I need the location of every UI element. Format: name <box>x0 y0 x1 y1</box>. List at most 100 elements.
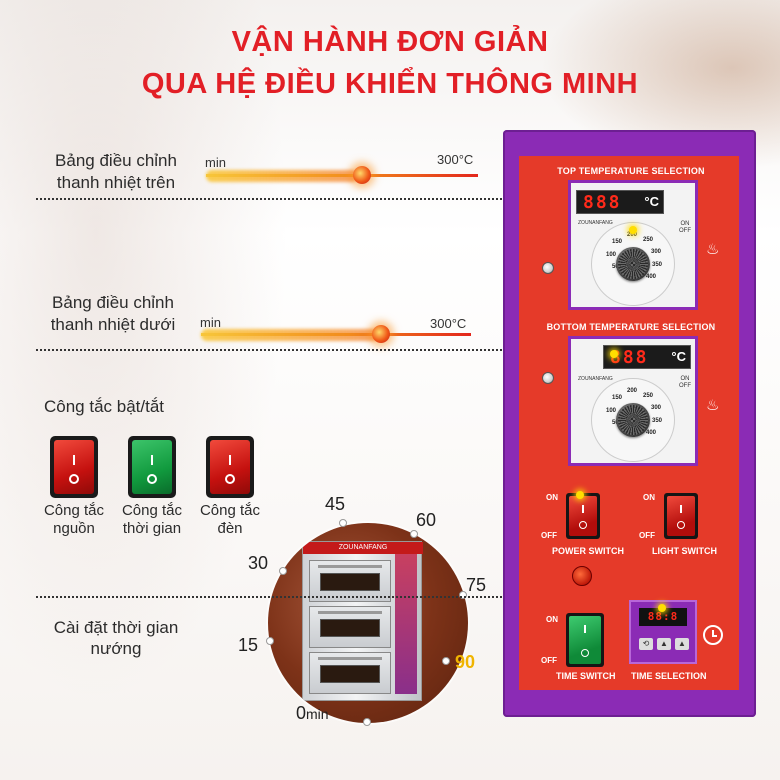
top-heater-label-line2: thanh nhiệt trên <box>56 173 176 192</box>
dial-label-15: 15 <box>238 635 259 655</box>
top-scale-300: 300 <box>651 249 662 255</box>
bottom-temperature-unit: °C <box>671 349 686 364</box>
oven-deck-1 <box>309 560 391 602</box>
bottom-scale-350: 350 <box>652 418 663 424</box>
bottom-scale-300: 300 <box>651 405 662 411</box>
bottom-scale-100: 100 <box>606 408 617 414</box>
time-switch-off-label: OFF <box>541 656 557 665</box>
top-slider-knob[interactable] <box>353 166 371 184</box>
top-temperature-title: TOP TEMPERATURE SELECTION <box>557 166 705 176</box>
bottom-scale-50: 50 <box>612 420 619 426</box>
bottom-scale-200: 200 <box>627 388 638 394</box>
dial-label-60: 60 <box>416 510 437 530</box>
top-module-off-label: OFF <box>679 228 691 234</box>
timer-switch-caption: Công tắc thời gian <box>108 502 196 538</box>
top-temperature-slider[interactable] <box>206 174 478 177</box>
time-selection-label: TIME SELECTION <box>631 671 707 681</box>
oven-deck-2 <box>309 606 391 648</box>
time-switch[interactable] <box>566 613 604 667</box>
light-switch-caption-line1: Công tắc <box>199 502 261 519</box>
power-switch-caption-line1: Công tắc <box>43 502 105 519</box>
switches-title: Công tắc bật/tắt <box>44 397 165 416</box>
bottom-slider-knob[interactable] <box>372 325 390 343</box>
bottom-scale-150: 150 <box>612 395 623 401</box>
panel-screw-1 <box>542 262 554 274</box>
light-switch-illustration <box>206 436 254 498</box>
bottom-temperature-slider[interactable] <box>201 333 471 336</box>
oven-deck-3 <box>309 652 391 694</box>
clock-icon <box>703 625 723 645</box>
top-scale-150: 150 <box>612 239 623 245</box>
oven-photo-dial: ZOUNANFANG <box>268 523 468 723</box>
top-temperature-unit: °C <box>644 194 659 209</box>
timer-setting-label-line2: nướng <box>90 639 142 658</box>
top-indicator-light <box>629 226 637 234</box>
power-switch[interactable] <box>566 493 600 539</box>
timer-connector <box>36 596 618 598</box>
dial-label-75: 75 <box>466 575 487 595</box>
light-switch-off-label: OFF <box>639 531 655 540</box>
timer-indicator-light <box>658 604 666 612</box>
power-switch-off-label: OFF <box>541 531 557 540</box>
timer-up-fast-button[interactable]: ▲ <box>675 638 689 650</box>
dial-tick-60 <box>410 530 418 538</box>
bottom-temperature-display: 888 °C <box>603 345 691 369</box>
timer-display: 88:8 <box>639 608 687 626</box>
headline-line-2: QUA HỆ ĐIỀU KHIỂN THÔNG MINH <box>141 68 639 100</box>
bottom-scale-250: 250 <box>643 393 654 399</box>
dial-tick-0 <box>363 718 371 726</box>
headline-line-1: VẬN HÀNH ĐƠN GIẢN <box>231 26 549 58</box>
bottom-heater-connector <box>36 349 618 351</box>
timer-setting-label-line1: Cài đặt thời gian <box>53 618 179 637</box>
bottom-module-brand: ZOUNANFANG <box>578 376 613 382</box>
light-switch[interactable] <box>664 493 698 539</box>
timer-up-button[interactable]: ▲ <box>657 638 671 650</box>
bottom-heater-label-line2: thanh nhiệt dưới <box>50 315 176 334</box>
bottom-heater-label-line1: Bảng điều chỉnh <box>52 293 174 312</box>
dial-label-0: 0min <box>296 703 329 724</box>
background-blur-left <box>0 0 320 780</box>
light-switch-on-label: ON <box>643 493 655 502</box>
power-switch-caption-line2: nguồn <box>53 520 95 537</box>
timer-switch-caption-line2: thời gian <box>122 520 182 537</box>
bottom-module-on-label: ON <box>680 376 690 382</box>
top-scale-50: 50 <box>612 264 619 270</box>
timer-switch-caption-line1: Công tắc <box>121 502 183 519</box>
top-temperature-knob[interactable] <box>616 247 650 281</box>
power-switch-on-label: ON <box>546 493 558 502</box>
bottom-temperature-digits: 888 <box>610 347 649 368</box>
power-switch-label: POWER SWITCH <box>552 546 624 556</box>
power-switch-illustration <box>50 436 98 498</box>
dial-tick-90 <box>442 657 450 665</box>
top-module-brand: ZOUNANFANG <box>578 220 613 226</box>
top-scale-400: 400 <box>646 274 657 280</box>
bottom-module-off-label: OFF <box>679 383 691 389</box>
top-slider-min-label: min <box>205 155 226 170</box>
bottom-indicator-light <box>610 350 618 358</box>
oven-control-column <box>395 554 417 694</box>
dial-tick-75 <box>459 591 467 599</box>
time-switch-label: TIME SWITCH <box>556 671 616 681</box>
oven-image: ZOUNANFANG <box>302 541 423 701</box>
bottom-temperature-title: BOTTOM TEMPERATURE SELECTION <box>546 322 716 332</box>
top-module-on-off: ON OFF <box>679 221 691 235</box>
top-scale-200: 200 <box>627 232 638 238</box>
bottom-slider-min-label: min <box>200 315 221 330</box>
top-slider-max-label: 300°C <box>437 152 474 167</box>
timer-set-button[interactable]: ⟲ <box>639 638 653 650</box>
dial-label-30: 30 <box>248 553 269 573</box>
top-heater-label-line1: Bảng điều chỉnh <box>55 151 177 170</box>
power-indicator-light <box>576 491 584 499</box>
top-temperature-display: 888 °C <box>576 190 664 214</box>
bottom-temperature-knob[interactable] <box>616 403 650 437</box>
top-scale-250: 250 <box>643 237 654 243</box>
top-heater-icon: ♨ <box>706 241 720 258</box>
light-switch-label: LIGHT SWITCH <box>652 546 717 556</box>
time-switch-on-label: ON <box>546 615 558 624</box>
panel-screw-2 <box>542 372 554 384</box>
light-switch-caption-line2: đèn <box>217 520 243 537</box>
power-indicator-lamp <box>572 566 592 586</box>
dial-label-0-unit: min <box>306 706 329 722</box>
top-module-on-label: ON <box>680 221 690 227</box>
dial-label-90: 90 <box>455 652 476 672</box>
